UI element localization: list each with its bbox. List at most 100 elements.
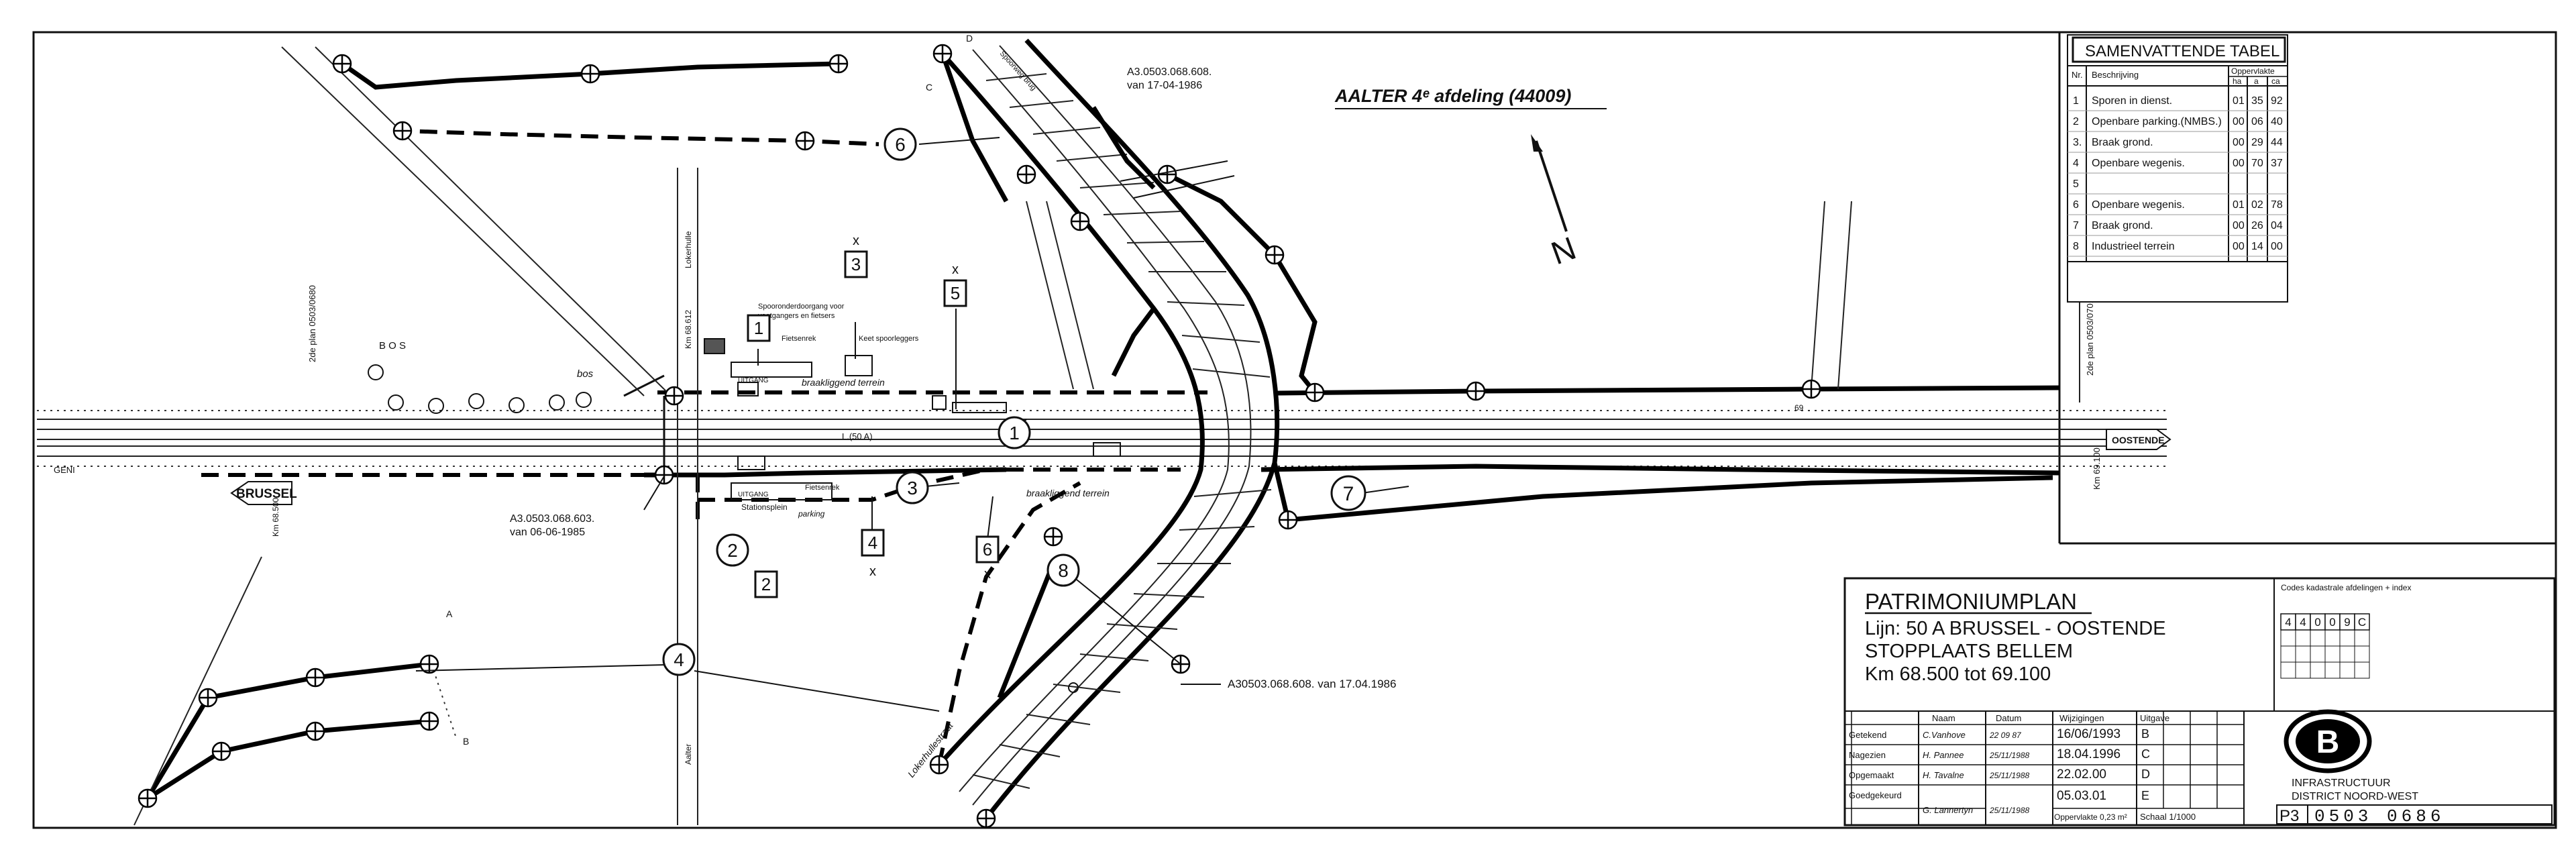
- role-date: 22 09 87: [1989, 731, 2022, 740]
- scale-label: Schaal 1/1000: [2140, 812, 2196, 822]
- plan-line-1: Lijn: 50 A BRUSSEL - OOSTENDE: [1865, 618, 2166, 639]
- row-desc: Braak grond.: [2092, 220, 2153, 231]
- railway-tracks: [37, 410, 2167, 467]
- row-desc: Braak grond.: [2092, 137, 2153, 148]
- svg-text:6: 6: [895, 134, 906, 155]
- role-name: H. Pannee: [1923, 750, 1964, 760]
- col-area-header: Oppervlakte: [2231, 66, 2275, 76]
- plan-line-2: STOPPLAATS BELLEM: [1865, 641, 2073, 662]
- row-nr: 6: [2073, 199, 2079, 211]
- row-ha: 00: [2233, 220, 2245, 231]
- viaduct: [937, 38, 1318, 820]
- north-label: N: [1547, 231, 1581, 272]
- boundary-markers: [138, 44, 1821, 828]
- revision-date: 05.03.01: [2057, 789, 2106, 803]
- revision-letter: D: [2141, 767, 2150, 781]
- svg-text:1: 1: [1009, 423, 1020, 443]
- hdr-datum: Datum: [1996, 713, 2021, 723]
- north-arrow: N: [1531, 134, 1580, 272]
- lokerhulle-label: Lokerhulle: [684, 231, 693, 268]
- svg-text:x: x: [952, 262, 959, 277]
- bos-label: B O S: [379, 340, 406, 352]
- geni-label: GENI: [54, 465, 75, 475]
- station-buildings: [704, 338, 1121, 500]
- cut-label-B: B: [463, 736, 469, 747]
- parcel-label-2: 2: [716, 533, 749, 567]
- lower-left-road: [133, 556, 457, 826]
- svg-text:7: 7: [1343, 483, 1354, 505]
- row-ca: 44: [2271, 137, 2283, 148]
- role-label: Getekend: [1849, 730, 1886, 740]
- row-nr: 4: [2073, 158, 2079, 169]
- row-a: 06: [2251, 116, 2263, 127]
- parcel-label-7: 7: [1330, 475, 1366, 511]
- svg-text:x: x: [869, 564, 876, 579]
- row-ca: 00: [2271, 241, 2283, 252]
- summary-table: SAMENVATTENDE TABEL Nr. Beschrijving Opp…: [2067, 34, 2288, 303]
- svg-text:2: 2: [761, 574, 771, 594]
- plan-heading: PATRIMONIUMPLAN: [1865, 589, 2077, 614]
- svg-text:3: 3: [851, 254, 861, 274]
- fietsenrek-label: Fietsenrek: [782, 335, 816, 343]
- row-a: 29: [2251, 137, 2263, 148]
- row-a: 14: [2251, 241, 2263, 252]
- org-line-2: DISTRICT NOORD-WEST: [2292, 791, 2418, 802]
- map-heading: AALTER 4ᵉ afdeling (44009): [1334, 86, 1571, 106]
- row-desc: Openbare wegenis.: [2092, 158, 2185, 169]
- box-label-1: 1: [747, 314, 771, 342]
- box-label-2: 2: [754, 570, 778, 598]
- svg-text:8: 8: [1058, 560, 1069, 581]
- revision-letter: B: [2141, 727, 2149, 741]
- role-label: Opgemaakt: [1849, 770, 1894, 780]
- row-nr: 8: [2073, 241, 2079, 252]
- code-char: 4: [2285, 616, 2291, 629]
- col-desc-header: Beschrijving: [2092, 70, 2139, 80]
- fietsenrek-label-2: Fietsenrek: [805, 484, 840, 492]
- ref-top-2: van 17-04-1986: [1127, 80, 1202, 91]
- uitgang-label-1: UITGANG: [738, 377, 769, 384]
- title-block: PATRIMONIUMPLAN Lijn: 50 A BRUSSEL - OOS…: [1843, 577, 2556, 826]
- parcel-label-1: 1: [998, 416, 1031, 449]
- drawing-frame: [32, 31, 2557, 829]
- col-ha-header: ha: [2233, 76, 2242, 86]
- logo-letter: B: [2316, 725, 2340, 760]
- plan-prefix: P3: [2279, 807, 2299, 825]
- box-label-4: 4 x: [861, 529, 885, 579]
- svg-text:x: x: [984, 567, 991, 582]
- row-ha: 00: [2233, 137, 2245, 148]
- svg-text:5: 5: [951, 283, 960, 303]
- plan-left-label: 2de plan 0503/0680: [307, 285, 317, 362]
- row-desc: Openbare parking.(NMBS.): [2092, 116, 2222, 127]
- svg-text:6: 6: [983, 539, 992, 559]
- revision-date: 18.04.1996: [2057, 747, 2121, 761]
- role-name: G. Lannertyn: [1923, 805, 1973, 815]
- km-left-label: Km 68.500: [271, 498, 280, 537]
- row-ha: 00: [2233, 158, 2245, 169]
- role-label: Nagezien: [1849, 750, 1886, 760]
- codes-label: Codes kadastrale afdelingen + index: [2281, 583, 2411, 592]
- hdr-naam: Naam: [1932, 713, 1955, 723]
- col-nr-header: Nr.: [2072, 70, 2083, 80]
- code-char: C: [2358, 616, 2366, 629]
- role-name: H. Tavalne: [1923, 770, 1964, 780]
- braak-label-2: braakliggend terrein: [1026, 488, 1110, 498]
- ref-left-1: A3.0503.068.603.: [510, 513, 594, 525]
- parcel-label-6: 6: [883, 127, 917, 161]
- stationsplein-label: Stationsplein: [741, 502, 788, 512]
- row-desc: Industrieel terrein: [2092, 241, 2175, 252]
- col-ca-header: ca: [2271, 76, 2280, 86]
- section-label-D: D: [966, 33, 973, 44]
- code-cell-empty: [2354, 661, 2370, 679]
- svg-text:3: 3: [907, 478, 918, 498]
- row-ca: 78: [2271, 199, 2283, 211]
- plan-line-3: Km 68.500 tot 69.100: [1865, 663, 2051, 685]
